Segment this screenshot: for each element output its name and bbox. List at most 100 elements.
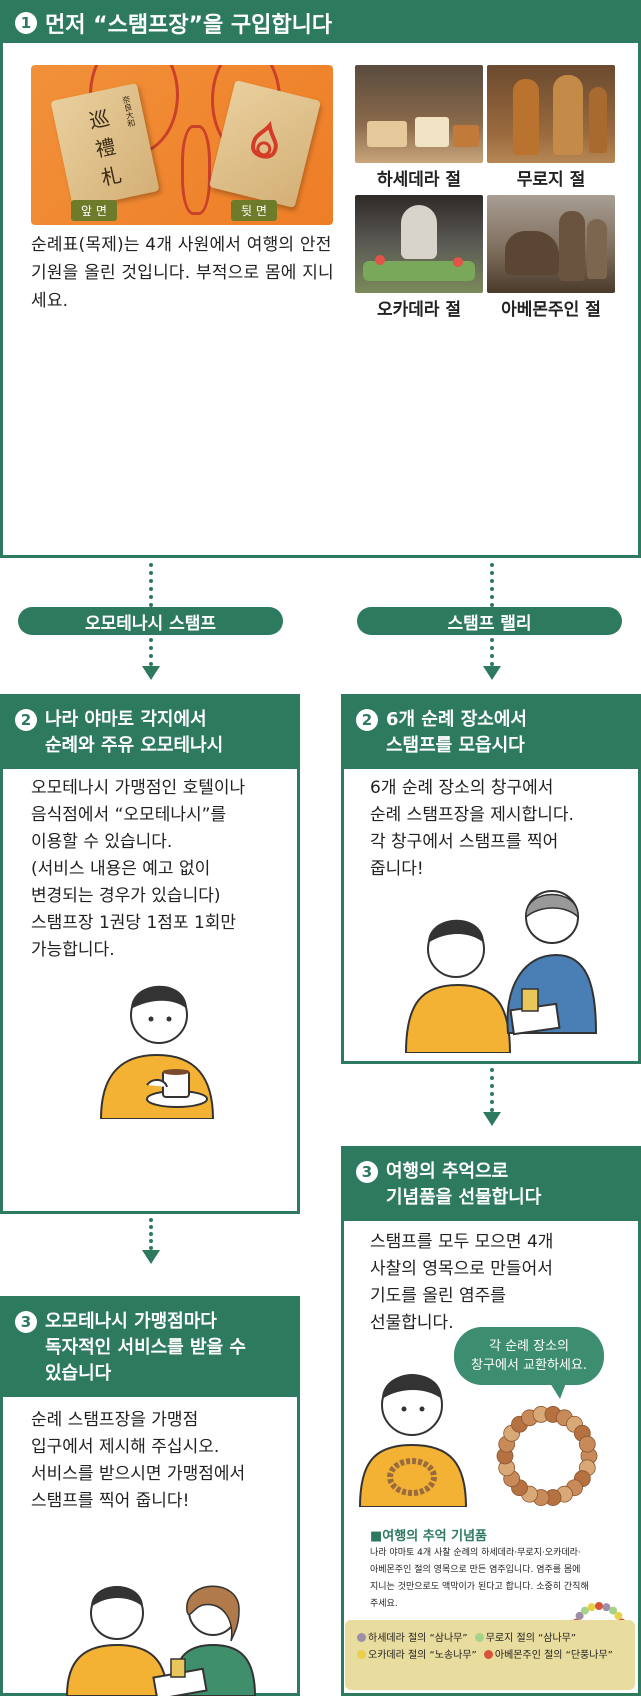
right-step3-section: 3 여행의 추억으로 기념품을 선물합니다 스탬프를 모두 모으면 4개 사찰의 … xyxy=(341,1146,641,1696)
step1-title: 먼저 “스탬프장”을 구입합니다 xyxy=(45,13,333,38)
tag-char-1: 巡 xyxy=(87,105,112,133)
right-step2-title-1: 6개 순례 장소에서 xyxy=(386,709,527,730)
left-step2-title-1: 나라 야마토 각지에서 xyxy=(45,709,207,730)
mini-bead xyxy=(587,1603,596,1612)
legend-okadera: 오카데라 절의 “노송나무” xyxy=(368,1650,477,1661)
pill-stamp-rally: 스탬프 랠리 xyxy=(357,607,622,635)
right-step2-body: 6개 순례 장소의 창구에서 순례 스탬프장을 제시합니다. 각 창구에서 스탬… xyxy=(370,775,640,883)
right-step3-line-2: 사찰의 영목으로 만들어서 xyxy=(370,1259,553,1279)
left-step2-line-7: 가능합니다. xyxy=(31,940,115,960)
step1-number: 1 xyxy=(15,12,37,34)
mini-bead xyxy=(602,1603,611,1612)
souvenir-line-1: 나라 야마토 4개 사찰 순례의 하세데라·무로지·오카데라· xyxy=(370,1548,581,1558)
left-step3-line-4: 스탬프를 찍어 줍니다! xyxy=(31,1491,190,1511)
connector-left-pill xyxy=(149,638,153,666)
left-step3-line-3: 서비스를 받으시면 가맹점에서 xyxy=(31,1464,246,1484)
right-step2-line-1: 6개 순례 장소의 창구에서 xyxy=(370,778,554,798)
bead xyxy=(578,1435,596,1453)
tag-back-label: 뒷 면 xyxy=(231,200,277,221)
legend-row-1: 하세데라 절의 “삼나무” 무로지 절의 “삼나무” xyxy=(357,1630,623,1647)
person-with-coffee-illustration xyxy=(99,985,215,1119)
pilgrim-tag-photo: 巡 禮 札 奈良大和 앞 면 뒷 면 xyxy=(31,65,333,225)
flame-emblem-icon xyxy=(251,120,278,159)
temple-name-hasedera: 하세데라 절 xyxy=(376,170,462,190)
right-step3-line-4: 선물합니다. xyxy=(370,1313,454,1333)
person-holding-beads-illustration xyxy=(358,1374,468,1507)
right-step2-line-3: 각 창구에서 스탬프를 찍어 xyxy=(370,832,559,852)
mini-bead xyxy=(575,1611,584,1620)
temple-photo-murouji xyxy=(487,65,615,163)
tag-string-loop xyxy=(181,125,211,215)
bubble-line-2: 창구에서 교환하세요. xyxy=(471,1358,587,1373)
temple-photo-abemonjuin xyxy=(487,195,615,293)
souvenir-line-2: 아베몬주인 절의 영목으로 만든 염주입니다. 염주를 몸에 xyxy=(370,1565,581,1575)
legend-dot-abemonjuin xyxy=(483,1650,493,1659)
pill-omotenashi-stamp: 오모테나시 스탬프 xyxy=(18,607,283,635)
right-step3-body: 스탬프를 모두 모으면 4개 사찰의 영목으로 만들어서 기도를 올린 염주를 … xyxy=(370,1229,640,1337)
arrow-left-1 xyxy=(142,666,160,680)
left-step2-line-1: 오모테나시 가맹점인 호텔이나 xyxy=(31,778,246,798)
arrow-left-2 xyxy=(142,1250,160,1264)
temple-name-abemonjuin: 아베몬주인 절 xyxy=(501,300,601,320)
left-step2-title-2: 순례와 주유 오모테나시 xyxy=(45,735,224,756)
right-step2-section: 2 6개 순례 장소에서 스탬프를 모읍시다 6개 순례 장소의 창구에서 순례 … xyxy=(341,694,641,1064)
legend-row-2: 오카데라 절의 “노송나무” 아베몬주인 절의 “단풍나무” xyxy=(357,1647,623,1664)
souvenir-line-4: 주세요. xyxy=(370,1599,398,1609)
wood-legend: 하세데라 절의 “삼나무” 무로지 절의 “삼나무” 오카데라 절의 “노송나무… xyxy=(345,1620,635,1690)
left-step2-body: 오모테나시 가맹점인 호텔이나 음식점에서 “오모테나시”를 이용할 수 있습니… xyxy=(31,775,301,964)
left-step2-line-3: 이용할 수 있습니다. xyxy=(31,832,173,852)
tag-front-label: 앞 면 xyxy=(71,200,117,221)
legend-dot-okadera xyxy=(357,1650,366,1659)
legend-abemonjuin: 아베몬주인 절의 “단풍나무” xyxy=(494,1650,613,1661)
tag-back xyxy=(209,79,321,209)
tag-char-2: 禮 xyxy=(93,133,118,162)
right-step3-line-1: 스탬프를 모두 모으면 4개 xyxy=(370,1232,554,1252)
left-step2-line-6: 스탬프장 1권당 1점포 1회만 xyxy=(31,913,237,933)
souvenir-description: 나라 야마토 4개 사찰 순례의 하세데라·무로지·오카데라· 아베몬주인 절의… xyxy=(370,1545,610,1613)
connector-left-2 xyxy=(149,1218,153,1250)
right-step2-line-2: 순례 스탬프장을 제시합니다. xyxy=(370,805,574,825)
souvenir-title: ■여행의 추억 기념품 xyxy=(370,1529,488,1544)
prayer-beads-image xyxy=(496,1406,598,1506)
left-step2-line-5: 변경되는 경우가 있습니다) xyxy=(31,886,221,906)
left-step3-title-3: 있습니다 xyxy=(45,1363,112,1384)
left-step3-number: 3 xyxy=(15,1311,37,1333)
temple-photo-hasedera xyxy=(355,65,483,163)
bubble-line-1: 각 순례 장소의 xyxy=(488,1339,570,1354)
right-step2-line-4: 줍니다! xyxy=(370,859,424,879)
legend-hasedera: 하세데라 절의 “삼나무” xyxy=(368,1633,468,1644)
temple-name-okadera: 오카데라 절 xyxy=(376,300,462,320)
right-step3-number: 3 xyxy=(356,1161,378,1183)
left-step3-title-2: 독자적인 서비스를 받을 수 xyxy=(45,1337,246,1358)
temple-name-murouji: 무로지 절 xyxy=(516,170,586,190)
right-step3-title-2: 기념품을 선물합니다 xyxy=(386,1187,542,1208)
left-step2-line-2: 음식점에서 “오모테나시”를 xyxy=(31,805,227,825)
right-step3-title-1: 여행의 추억으로 xyxy=(386,1161,509,1182)
left-step3-section: 3 오모테나시 가맹점마다 독자적인 서비스를 받을 수 있습니다 순례 스탬프장… xyxy=(0,1296,300,1696)
connector-right-pill xyxy=(490,638,494,666)
mini-bead xyxy=(614,1611,623,1620)
stamping-at-shop-illustration xyxy=(65,1585,257,1696)
step1-header: 1 먼저 “스탬프장”을 구입합니다 xyxy=(3,3,638,43)
right-step3-header: 3 여행의 추억으로 기념품을 선물합니다 xyxy=(344,1149,638,1221)
mini-bead xyxy=(609,1606,618,1615)
step1-description: 순례표(목제)는 4개 사원에서 여행의 안전 기원을 올린 것입니다. 부적으… xyxy=(31,235,334,311)
tag-side-text: 奈良大和 xyxy=(121,94,137,128)
souvenir-line-3: 지니는 것만으로도 액막이가 된다고 합니다. 소중히 간직해 xyxy=(370,1582,589,1592)
left-step3-header: 3 오모테나시 가맹점마다 독자적인 서비스를 받을 수 있습니다 xyxy=(3,1299,297,1397)
tag-char-3: 札 xyxy=(99,162,124,190)
stamping-at-temple-illustration xyxy=(404,890,598,1053)
left-step3-line-1: 순례 스탬프장을 가맹점 xyxy=(31,1410,199,1430)
arrow-right-2 xyxy=(483,1112,501,1126)
left-step3-title-1: 오모테나시 가맹점마다 xyxy=(45,1311,217,1332)
connector-left-top xyxy=(149,563,153,607)
right-step3-line-3: 기도를 올린 염주를 xyxy=(370,1286,506,1306)
right-step2-title-2: 스탬프를 모읍시다 xyxy=(386,735,525,756)
right-step2-number: 2 xyxy=(356,709,378,731)
step1-section: 1 먼저 “스탬프장”을 구입합니다 巡 禮 札 奈良大和 앞 면 뒷 면 순례… xyxy=(0,0,641,558)
legend-murouji: 무로지 절의 “삼나무” xyxy=(485,1633,577,1644)
temple-photo-okadera xyxy=(355,195,483,293)
left-step2-line-4: (서비스 내용은 예고 없이 xyxy=(31,859,211,879)
